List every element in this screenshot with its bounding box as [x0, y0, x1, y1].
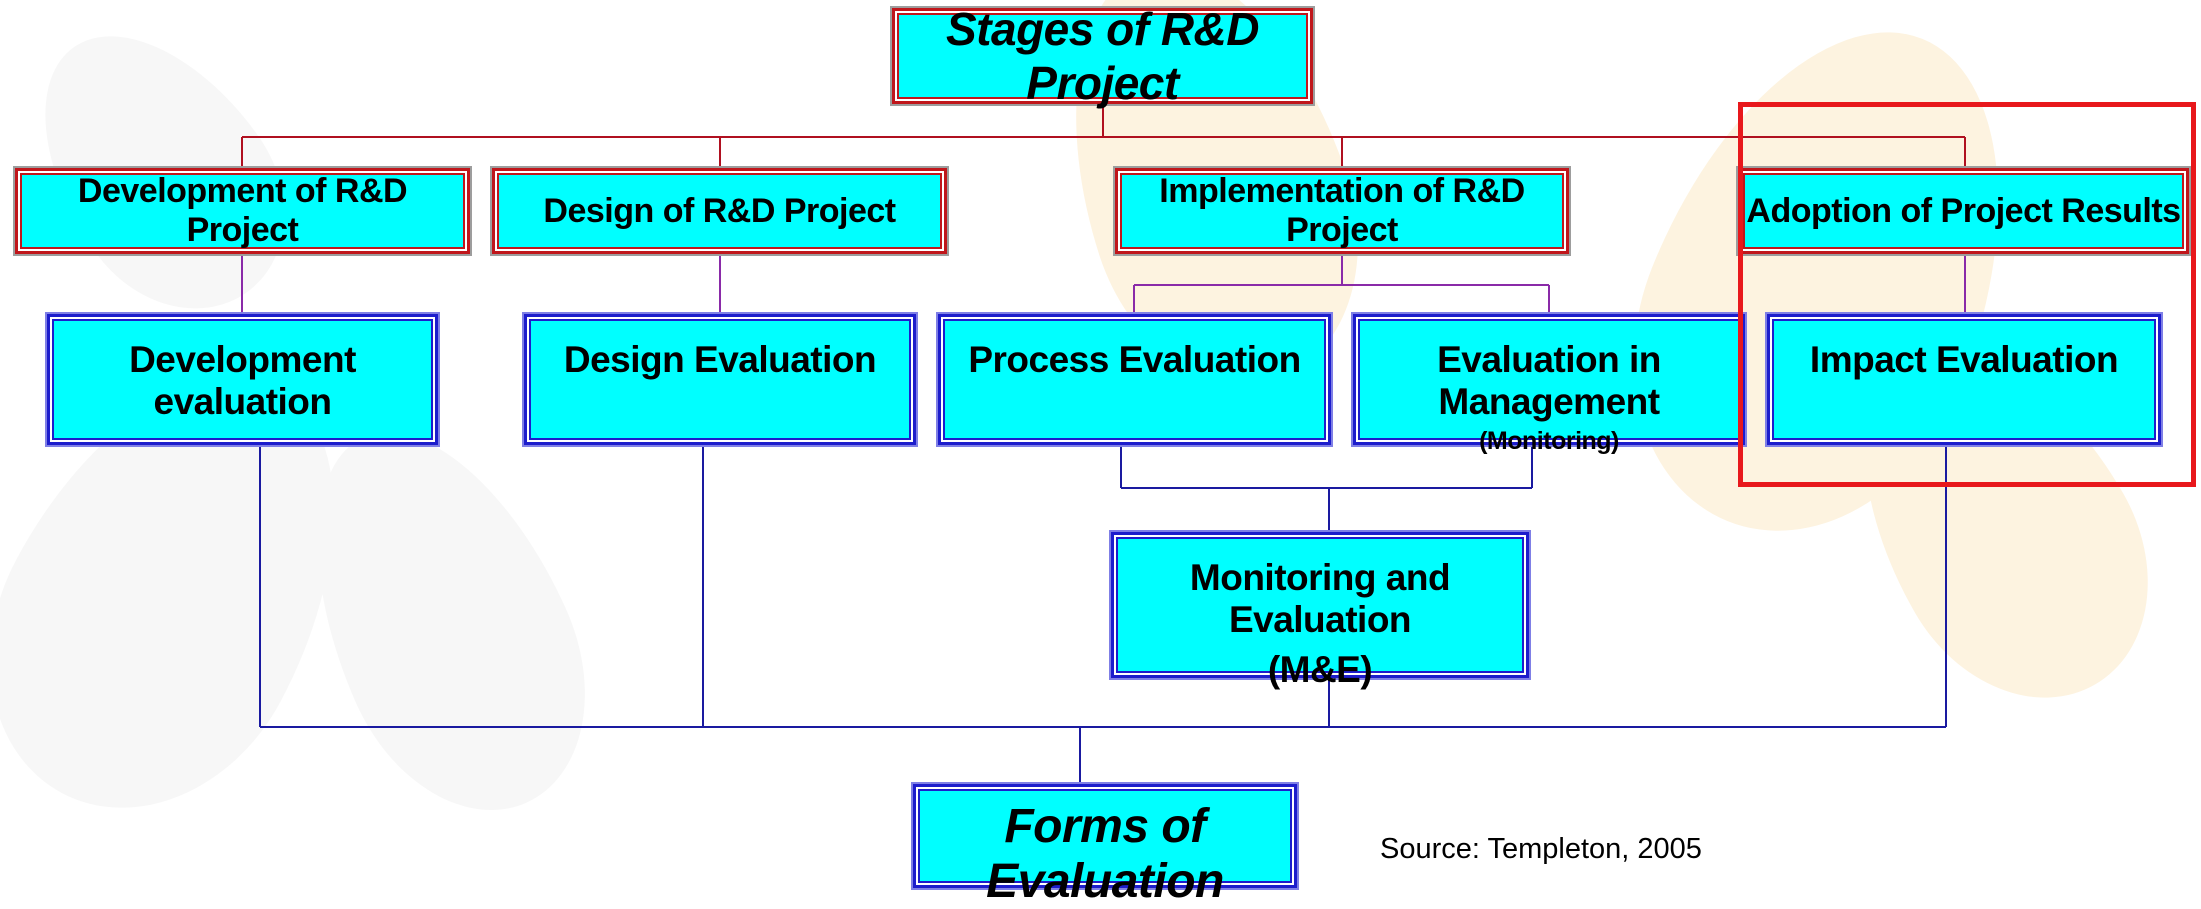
form-label-me-abbreviation: (M&E) [1267, 649, 1373, 690]
stage-label-adoption: Adoption of Project Results [1746, 191, 2181, 230]
evaluation-to-form-lines [259, 446, 1947, 784]
form-box-impact-evaluation: Impact Evaluation [1767, 314, 2161, 445]
stage-label-implementation: Implementation of R&D Project [1159, 172, 1525, 249]
form-box-monitoring-and-evaluation: Monitoring and Evaluation (M&E) [1111, 532, 1529, 690]
form-sublabel-monitoring: (Monitoring) [1479, 427, 1619, 455]
form-label-monitoring-and-evaluation: Monitoring and Evaluation [1189, 557, 1451, 640]
stage-box-implementation: Implementation of R&D Project [1115, 168, 1569, 254]
stage-label-development: Development of R&D Project [77, 172, 408, 249]
form-label-process-evaluation: Process Evaluation [968, 339, 1301, 380]
forms-of-evaluation-box: Forms of Evaluation [913, 784, 1297, 908]
form-box-evaluation-in-management: Evaluation in Management (Monitoring) [1353, 314, 1745, 455]
form-label-evaluation-in-management: Evaluation in Management [1437, 339, 1661, 422]
forms-of-evaluation-title: Forms of Evaluation [986, 800, 1224, 908]
diagram-title: Stages of R&D Project [946, 3, 1259, 109]
form-box-process-evaluation: Process Evaluation [938, 314, 1331, 445]
form-box-design-evaluation: Design Evaluation [524, 314, 916, 445]
stage-label-design: Design of R&D Project [543, 191, 896, 230]
adoption-highlight-frame [1738, 102, 2196, 487]
form-label-impact-evaluation: Impact Evaluation [1809, 339, 2119, 380]
form-label-development-evaluation: Development evaluation [129, 339, 356, 422]
form-label-design-evaluation: Design Evaluation [563, 339, 877, 380]
stage-box-development: Development of R&D Project [15, 168, 470, 254]
stage-connector-lines [241, 105, 1966, 168]
stage-box-design: Design of R&D Project [492, 168, 947, 254]
diagram-title-box: Stages of R&D Project [892, 3, 1313, 109]
stage-to-evaluation-lines [241, 255, 1966, 314]
stage-box-adoption: Adoption of Project Results [1738, 168, 2189, 254]
form-box-development-evaluation: Development evaluation [47, 314, 438, 445]
source-citation: Source: Templeton, 2005 [1380, 833, 1702, 865]
